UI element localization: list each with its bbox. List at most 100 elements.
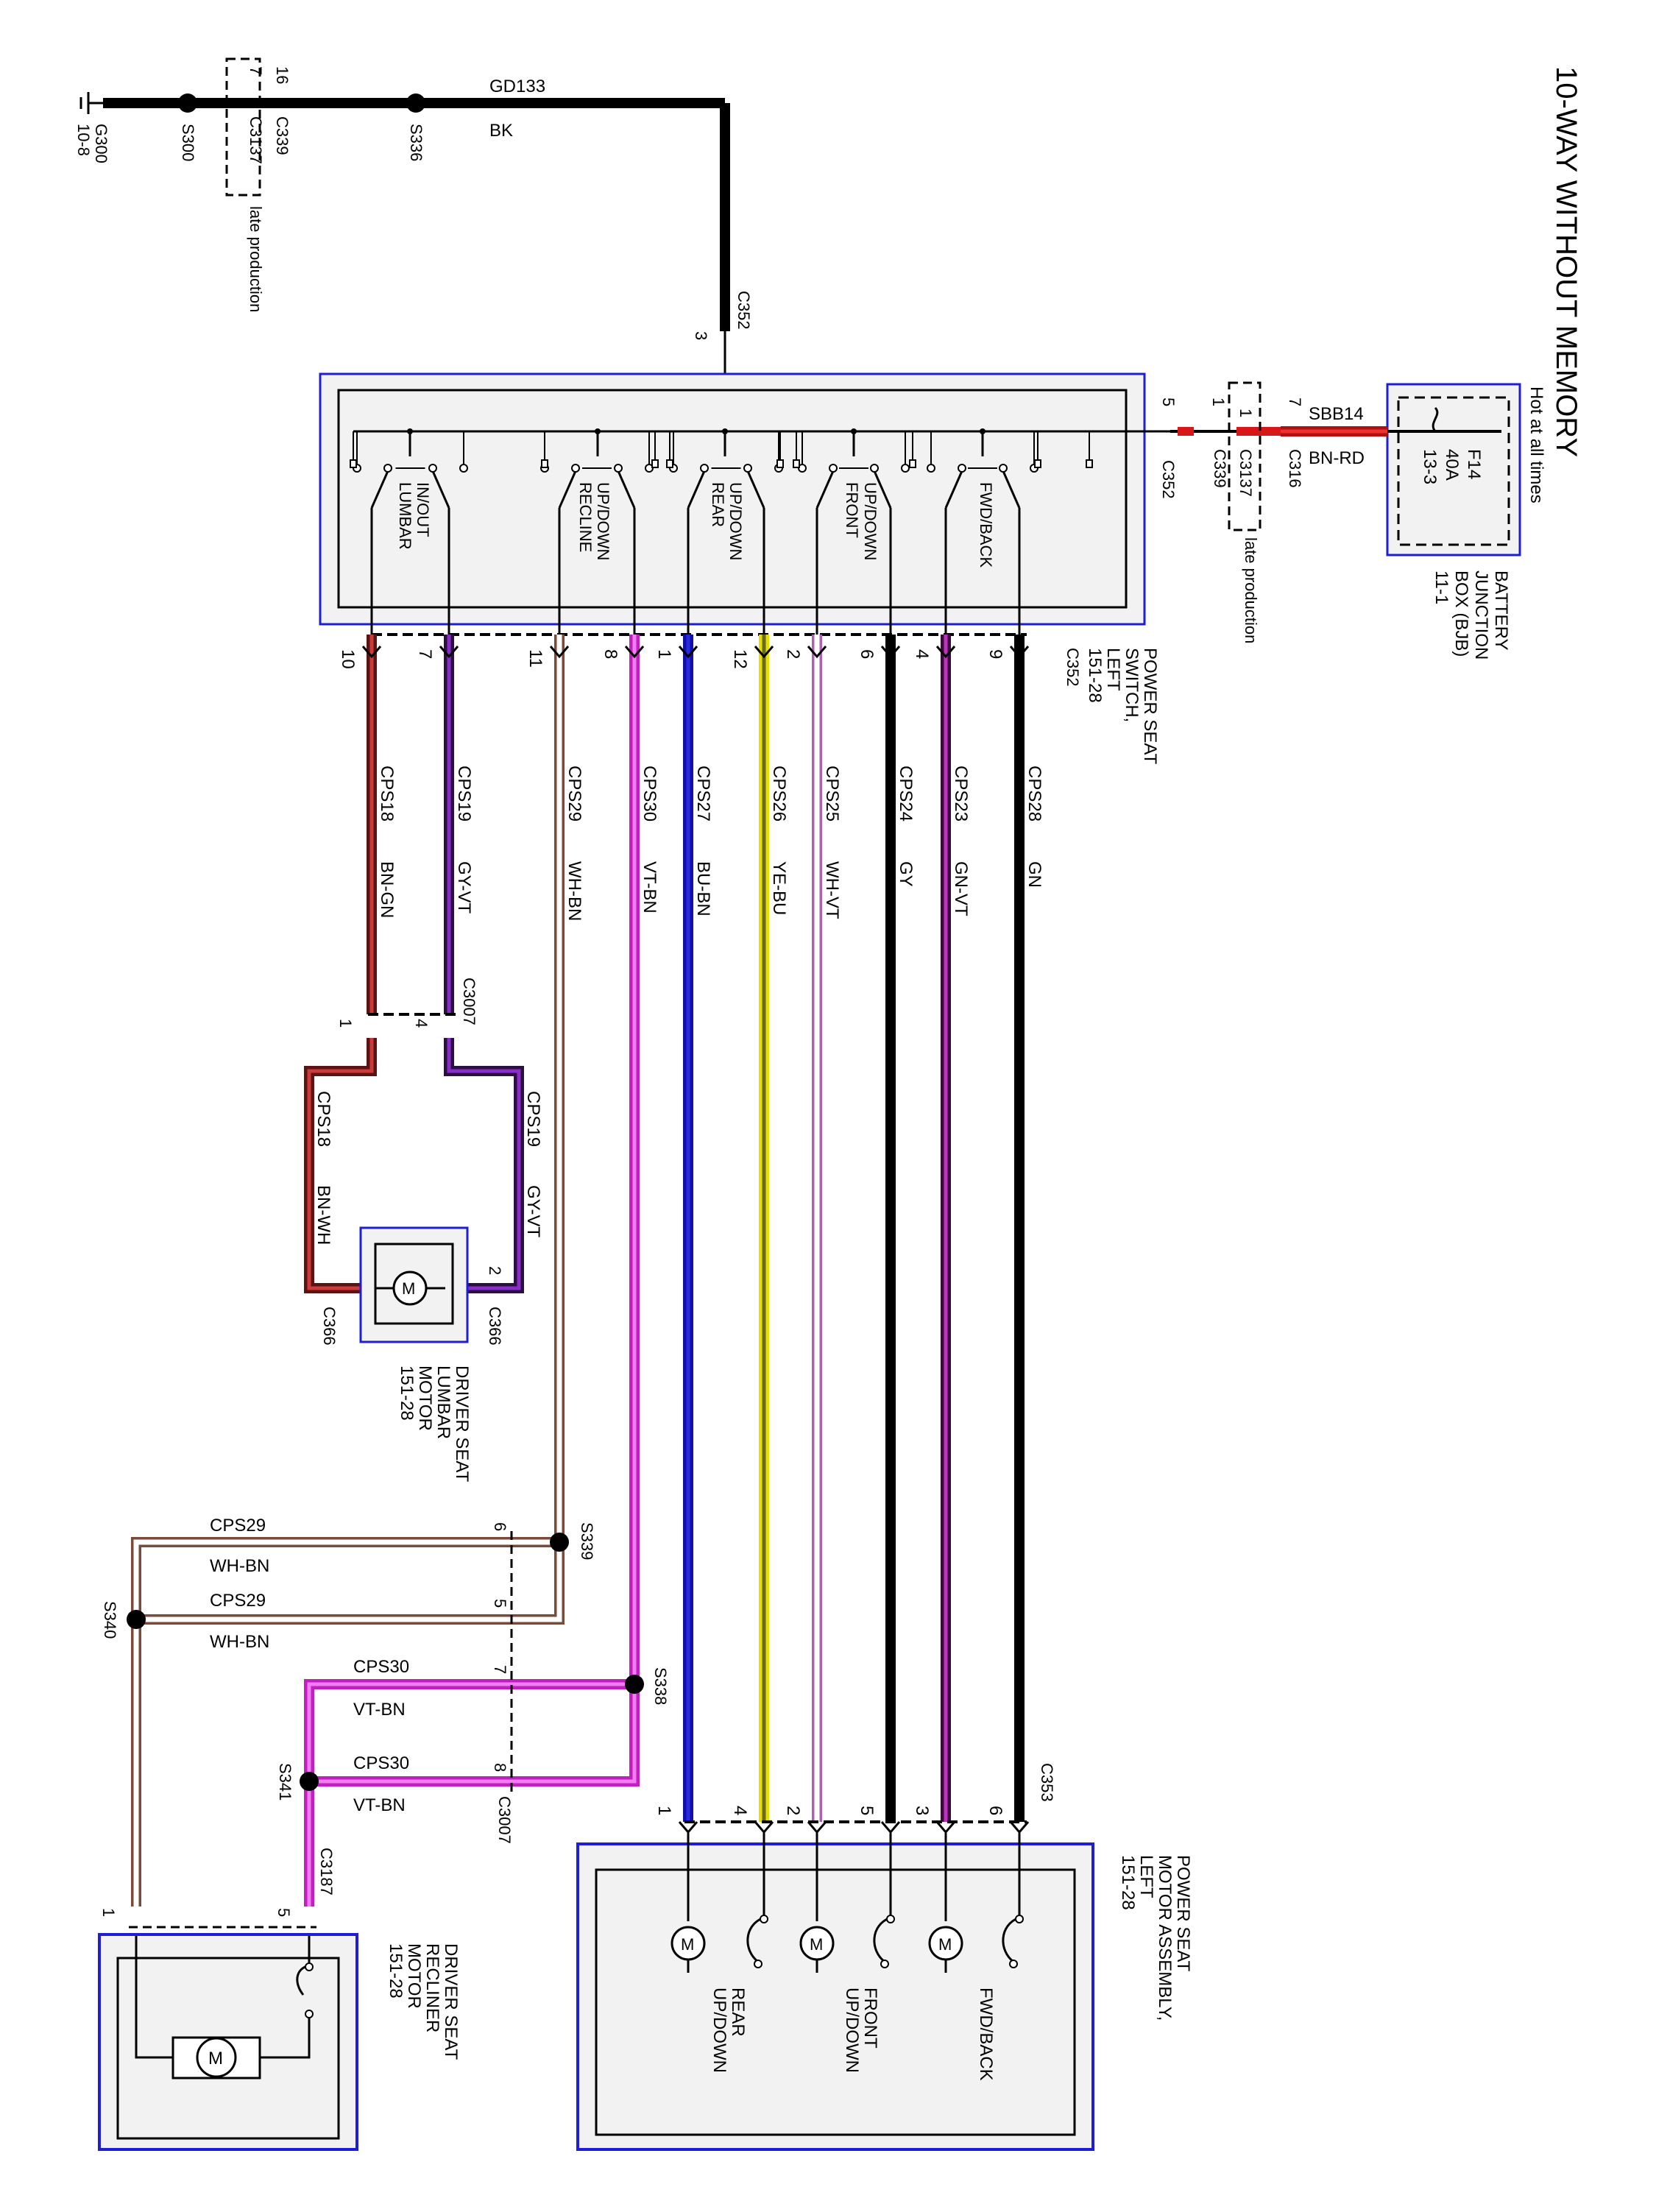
wire-color-label: WH-BN [565,861,584,921]
circuit-label: CPS30 [640,766,659,821]
pin-number: 2 [783,649,803,659]
s341-label: S341 [276,1763,294,1801]
switch-label-lumbar: IN/OUT [414,482,432,537]
c3137b-pin: 1 [1236,409,1255,417]
c352-top-label: C352 [735,291,753,330]
c3137a-label: C3137 [247,116,265,164]
late-production-box [1228,381,1262,531]
c366-label-b: C366 [486,1307,504,1346]
switch-contacts [350,428,1093,635]
c3187-label: C3187 [317,1848,336,1895]
ground-feed-gd133 [79,57,730,375]
power-seat-switch [319,372,1170,635]
wire-color-label: GN [1025,861,1044,888]
bjb-title-line: BOX (BJB) [1451,570,1471,657]
circuit-label: CPS26 [769,766,789,821]
splice-s300 [178,93,197,113]
pin-number: 6 [986,1806,1005,1815]
bjb-title-line: JUNCTION [1471,570,1491,660]
splice-s338 [625,1675,644,1694]
wire-color-label: WH-VT [822,861,842,919]
motor-icon-m: M [402,1279,415,1298]
cps19-sub-label: CPS19 [523,1091,543,1147]
pss-title: LEFT [1103,648,1123,691]
battery-junction-box: F14 40A 13-3 [1386,383,1521,556]
wire-color-label: GY [896,861,916,887]
psm-title: MOTOR ASSEMBLY, [1155,1855,1175,2021]
switch-label-fwd: FWD/BACK [977,482,995,568]
late-production-box [225,57,261,197]
fuse-icon [1432,406,1439,432]
c316-label: C316 [1286,449,1304,488]
switch-label-front: UP/DOWN [861,482,880,560]
pin-number: 4 [730,1806,750,1815]
motor-label-front-2: UP/DOWN [842,1987,862,2073]
pin-number: 1 [654,649,674,659]
c352-top-pin: 3 [692,331,710,340]
motor-icon-m: M [208,2049,223,2068]
c3007-pin-4: 4 [412,1019,431,1028]
recliner-title: MOTOR [404,1943,424,2009]
bk-label: BK [489,121,513,141]
c339a-label: C339 [273,116,291,155]
lumbar-sub-harness [304,1013,524,1293]
c339a-pin: 16 [273,66,291,84]
late-production-label-1: late production [247,206,265,312]
fuse-ref: 13-3 [1420,449,1440,484]
circuit-label: CPS29 [565,766,584,821]
c3007-bottom-label: C3007 [495,1796,514,1844]
connector-marker [1236,427,1281,436]
motor-icon [392,1271,428,1306]
wire-color-label: GN-VT [951,861,971,916]
motor-label-rear: REAR [728,1987,748,2037]
s300-label: S300 [179,124,197,161]
c353-label: C353 [1038,1763,1056,1802]
recliner-motor: M [98,1933,358,2151]
wire-color-label: GY-VT [454,861,474,914]
c366-label-a: C366 [320,1307,339,1346]
psm-title: POWER SEAT [1173,1855,1193,1972]
c3137a-pin: 7 [247,66,265,75]
pin-number: 5 [857,1806,877,1815]
s336-label: S336 [407,124,425,161]
circuit-label: CPS27 [693,766,713,821]
circuit-label: CPS28 [1025,766,1044,821]
vtbn-label-a: VT-BN [353,1700,406,1720]
connector-marker [1178,427,1194,436]
s340-label: S340 [101,1601,119,1639]
c3007-pin-6: 6 [491,1522,509,1531]
s338-label: S338 [651,1667,670,1705]
c339b-pin: 1 [1209,397,1228,406]
circuit-label: CPS24 [896,766,916,821]
bnwh-label: BN-WH [314,1185,333,1245]
motor-icon-m: M [810,1935,823,1954]
c3007-pin-8: 8 [491,1763,509,1772]
c3137b-label: C3137 [1236,449,1255,497]
c352-side-label: C352 [1159,460,1178,499]
motor-label-rear-2: UP/DOWN [710,1987,729,2073]
motor-icon-m: M [938,1935,952,1954]
pin-number: 1 [654,1806,674,1815]
splice-s336 [406,93,425,113]
bjb-title-line: 11-1 [1432,570,1451,604]
pin-number: 7 [415,649,435,659]
late-production-label-2: late production [1242,537,1260,643]
cps18-sub-label: CPS18 [314,1091,333,1147]
vtbn-label-b: VT-BN [353,1795,406,1815]
bnrd-label: BN-RD [1309,448,1365,468]
switch-label-recline-2: RECLINE [576,482,595,552]
pin-number: 8 [601,649,620,659]
recliner-title: 151-28 [386,1943,406,1999]
c3007-pin-7: 7 [491,1665,509,1674]
g300-ref: 10-8 [74,124,93,156]
fuse-amps: 40A [1442,449,1462,481]
lumbar-title: DRIVER SEAT [452,1365,472,1483]
circuit-label: CPS19 [454,766,474,821]
